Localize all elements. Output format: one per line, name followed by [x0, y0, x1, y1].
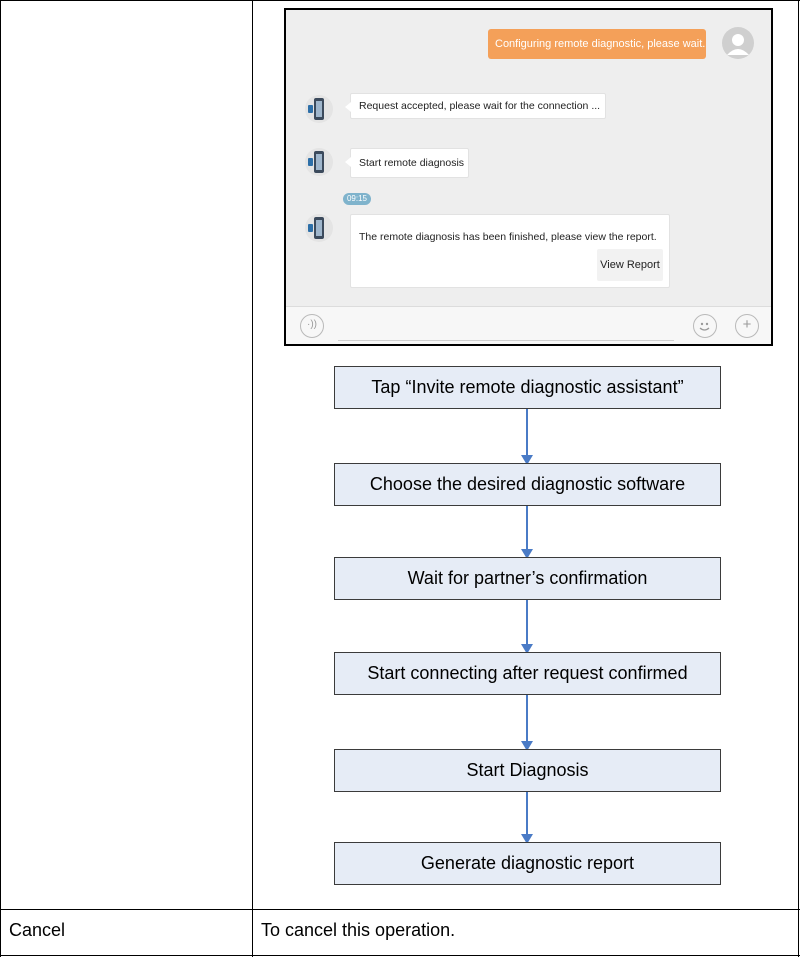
agent-avatar-icon: [305, 214, 333, 242]
outgoing-message: Configuring remote diagnostic, please wa…: [488, 29, 706, 59]
message-input[interactable]: [338, 340, 674, 341]
timestamp-badge: 09:15: [343, 193, 371, 205]
flow-arrow: [521, 695, 533, 751]
view-report-button[interactable]: View Report: [597, 249, 663, 281]
table-cell-description: To cancel this operation.: [261, 920, 456, 940]
flow-step: Tap “Invite remote diagnostic assistant”: [334, 366, 721, 409]
agent-avatar[interactable]: [304, 147, 334, 177]
flow-step: Generate diagnostic report: [334, 842, 721, 885]
table-column-divider: [252, 0, 253, 957]
emoji-icon[interactable]: [693, 314, 717, 338]
report-message-text: The remote diagnosis has been finished, …: [359, 231, 657, 243]
table-border-left: [0, 0, 1, 957]
table-border-right: [798, 0, 799, 957]
table-border-top: [0, 0, 800, 1]
agent-avatar-icon: [305, 95, 333, 123]
voice-icon[interactable]: ·)): [300, 314, 324, 338]
table-cell-label: Cancel: [9, 920, 66, 940]
flow-step: Start Diagnosis: [334, 749, 721, 792]
agent-avatar[interactable]: [304, 213, 334, 243]
flow-step: Start connecting after request confirmed: [334, 652, 721, 695]
flow-arrow: [521, 506, 533, 559]
plus-icon[interactable]: +: [735, 314, 759, 338]
chat-screenshot: Configuring remote diagnostic, please wa…: [284, 8, 773, 346]
user-avatar[interactable]: [722, 27, 754, 59]
table-row-divider: [0, 909, 800, 910]
user-avatar-icon: [727, 34, 749, 55]
flow-arrow: [521, 792, 533, 844]
report-message: The remote diagnosis has been finished, …: [350, 214, 670, 288]
agent-avatar[interactable]: [304, 94, 334, 124]
flow-step: Choose the desired diagnostic software: [334, 463, 721, 506]
emoji-face-glyph: [699, 322, 710, 331]
incoming-message: Start remote diagnosis: [345, 148, 469, 178]
chat-input-bar: ·)) +: [286, 306, 771, 344]
incoming-message: Request accepted, please wait for the co…: [345, 93, 606, 119]
chat-area: Configuring remote diagnostic, please wa…: [286, 10, 771, 306]
flow-arrow: [521, 600, 533, 654]
table-border-bottom: [0, 955, 800, 956]
agent-avatar-icon: [305, 148, 333, 176]
flow-step: Wait for partner’s confirmation: [334, 557, 721, 600]
flow-arrow: [521, 409, 533, 465]
